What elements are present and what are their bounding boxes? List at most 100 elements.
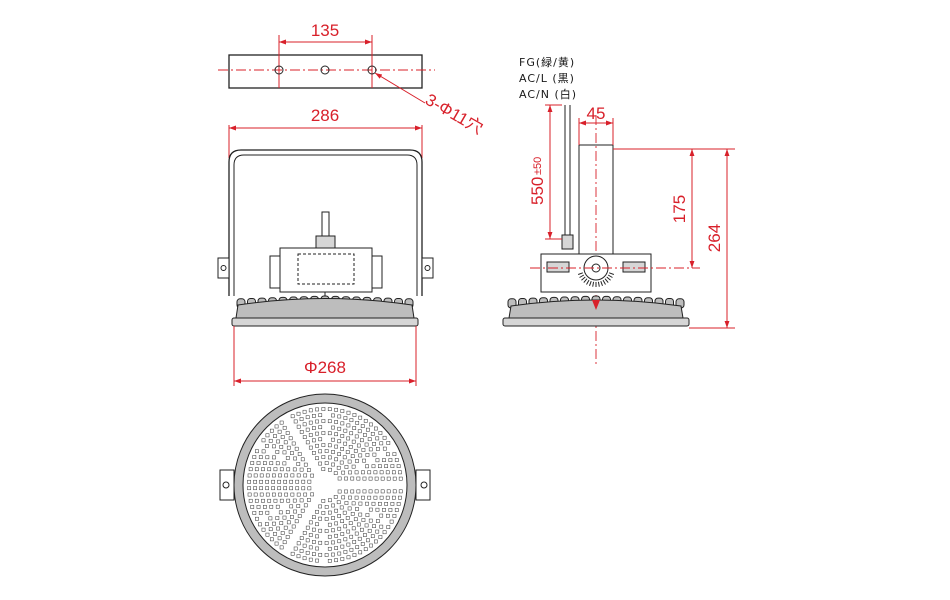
led-cell <box>346 423 351 428</box>
led-cell <box>346 542 351 547</box>
led-cell <box>308 445 313 450</box>
led-cell <box>285 431 290 435</box>
led-cell <box>252 511 257 515</box>
led-array <box>247 407 403 563</box>
led-cell <box>372 452 377 457</box>
led-cell <box>360 424 365 428</box>
u-bracket-inner <box>233 154 418 296</box>
angle-scale <box>577 272 615 287</box>
led-cell <box>351 526 356 531</box>
led-cell <box>307 479 312 484</box>
led-cell <box>346 436 351 441</box>
led-cell <box>334 444 338 449</box>
led-cell <box>275 461 280 466</box>
led-cell <box>296 541 301 546</box>
led-cell <box>290 414 295 419</box>
led-cell <box>282 461 287 466</box>
led-cell <box>307 486 312 491</box>
led-cell <box>398 495 402 500</box>
led-cell <box>321 407 326 411</box>
led-cell <box>289 479 294 484</box>
led-cell <box>284 492 289 497</box>
led-cell <box>282 425 287 430</box>
led-cell <box>345 516 350 520</box>
angle-tick <box>577 272 584 275</box>
side-cable-gland <box>561 234 574 250</box>
led-cell <box>355 420 360 425</box>
led-cell <box>305 525 310 530</box>
led-cell <box>250 461 255 465</box>
led-cell <box>261 449 266 454</box>
led-cell <box>269 537 274 542</box>
led-cell <box>324 505 329 509</box>
led-cell <box>305 538 310 543</box>
led-cell <box>349 534 354 539</box>
led-cell <box>302 531 307 535</box>
led-cell <box>269 428 274 433</box>
led-cell <box>365 513 370 517</box>
led-cell <box>254 467 259 472</box>
led-cell <box>384 502 389 506</box>
cable-length-label: 550 <box>528 177 547 205</box>
led-cell <box>374 426 378 431</box>
led-cell <box>295 479 300 484</box>
led-cell <box>277 429 282 434</box>
led-cell <box>293 419 298 424</box>
led-cell <box>340 447 344 451</box>
tilt-indicator-icon <box>592 300 600 310</box>
led-cell <box>307 498 311 502</box>
led-cell <box>275 516 280 520</box>
cable-length-label-group: 550 ±50 <box>528 157 547 205</box>
led-cell <box>267 498 272 503</box>
led-cell <box>340 544 345 549</box>
led-cell <box>324 517 329 521</box>
cable-gland <box>315 235 336 249</box>
led-cell <box>321 419 326 423</box>
led-cell <box>278 473 282 478</box>
led-cell <box>337 514 341 518</box>
led-cell <box>318 528 323 533</box>
led-cell <box>308 545 313 550</box>
led-cell <box>362 489 367 494</box>
led-cell <box>380 489 385 494</box>
led-cell <box>312 527 316 532</box>
led-cell <box>382 508 386 512</box>
led-cell <box>353 517 358 522</box>
led-cell <box>324 461 329 465</box>
led-cell <box>321 443 326 447</box>
led-cell <box>321 499 326 503</box>
led-cell <box>286 467 291 472</box>
led-cell <box>348 521 353 525</box>
led-cell <box>343 416 348 420</box>
led-cell <box>356 476 361 481</box>
mount-hole-left <box>274 65 284 75</box>
led-cell <box>375 507 380 512</box>
led-cell <box>265 444 269 448</box>
led-cell <box>302 435 307 439</box>
led-cell <box>299 536 304 540</box>
led-cell <box>315 407 319 412</box>
led-cell <box>308 433 313 437</box>
led-cell <box>331 503 335 508</box>
led-cell <box>372 442 376 446</box>
led-cell <box>363 418 368 423</box>
led-cell <box>348 495 352 500</box>
led-cell <box>331 413 335 418</box>
led-cell <box>363 547 368 552</box>
led-cell <box>272 521 276 526</box>
led-cell <box>293 509 297 514</box>
led-cell <box>340 557 345 561</box>
led-cell <box>265 522 269 526</box>
led-cell <box>299 549 304 553</box>
led-cell <box>373 470 378 475</box>
led-cell <box>337 426 342 431</box>
led-cell <box>370 534 375 539</box>
led-cell <box>285 510 290 514</box>
led-cell <box>275 450 280 454</box>
led-cell <box>361 448 366 452</box>
led-cell <box>337 476 342 481</box>
led-cell <box>259 486 263 491</box>
hole-leader-line <box>374 72 426 104</box>
led-cell <box>276 526 280 531</box>
led-cell <box>374 489 379 494</box>
